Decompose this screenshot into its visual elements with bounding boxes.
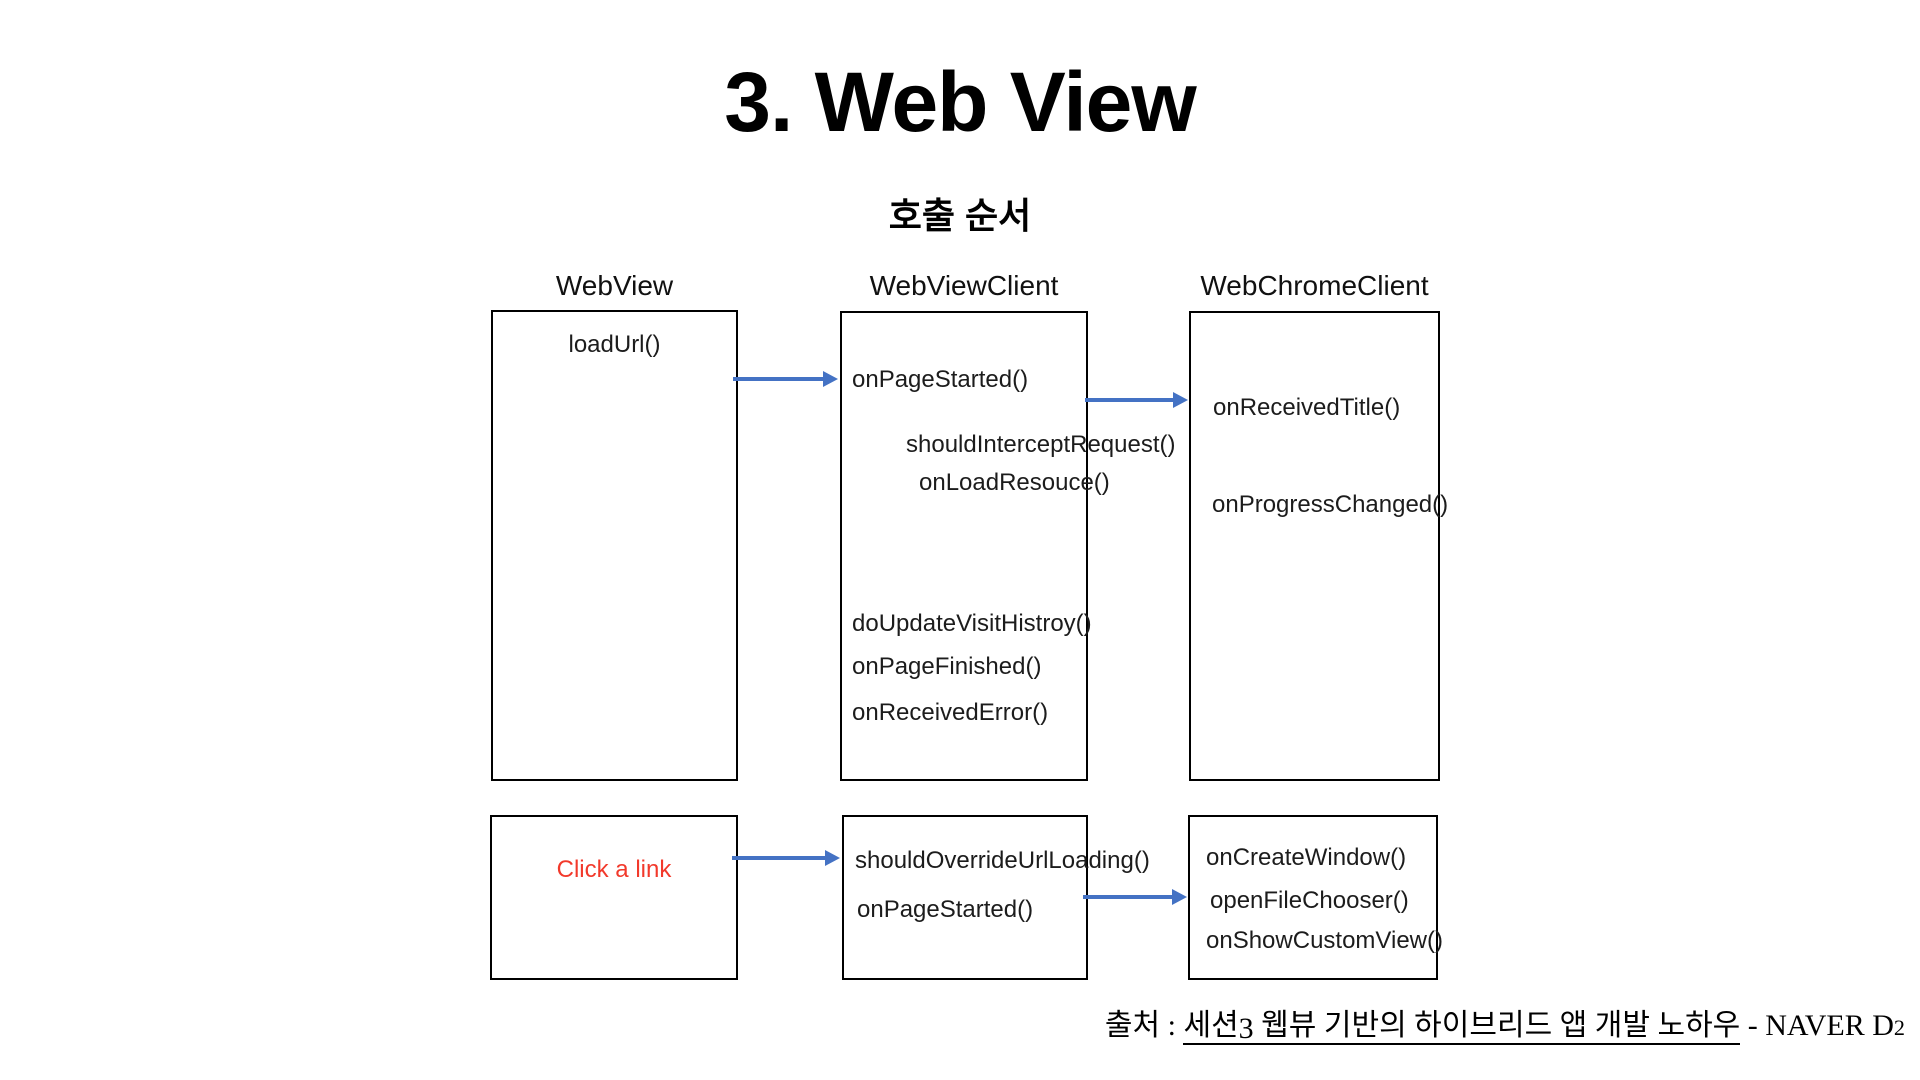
attribution-source-link[interactable]: 세션3 웹뷰 기반의 하이브리드 앱 개발 노하우 <box>1183 1009 1741 1045</box>
attribution-source-text2: 웹뷰 기반의 하이브리드 앱 개발 노하우 <box>1253 1009 1741 1042</box>
method-onPageStarted-bottom: onPageStarted() <box>857 896 1034 923</box>
column-header-webchromeclient: WebChromeClient <box>1200 270 1429 301</box>
slide-subtitle: 호출 순서 <box>888 195 1032 236</box>
method-shouldInterceptRequest: shouldInterceptRequest() <box>906 431 1176 458</box>
attribution-prefix: 출처 : <box>1104 1009 1184 1042</box>
webchromeclient-lifecycle-box <box>1189 311 1440 781</box>
arrow-head-icon <box>823 371 838 387</box>
attribution-suffix: - NAVER D <box>1740 1009 1894 1042</box>
column-header-webviewclient: WebViewClient <box>869 270 1059 301</box>
arrow-head-icon <box>1172 889 1187 905</box>
arrow-shaft <box>1083 895 1174 899</box>
page-title: 3. Web View <box>724 55 1196 149</box>
method-shouldOverrideUrlLoading: shouldOverrideUrlLoading() <box>855 847 1150 874</box>
column-header-webview: WebView <box>555 270 674 301</box>
arrow-shaft <box>732 856 827 860</box>
attribution-source-num: 3 <box>1238 1012 1254 1045</box>
method-onReceivedTitle: onReceivedTitle() <box>1213 394 1401 421</box>
method-onProgressChanged: onProgressChanged() <box>1212 491 1449 518</box>
webviewclient-click-box <box>842 815 1088 980</box>
method-onCreateWindow: onCreateWindow() <box>1206 844 1407 871</box>
method-openFileChooser: openFileChooser() <box>1210 887 1409 914</box>
method-onLoadResouce: onLoadResouce() <box>919 469 1110 496</box>
method-onShowCustomView: onShowCustomView() <box>1206 927 1443 954</box>
webviewclient-lifecycle-box <box>840 311 1088 781</box>
method-onPageStarted: onPageStarted() <box>852 366 1029 393</box>
arrow-shaft <box>1085 398 1175 402</box>
attribution-source-text: 세션 <box>1183 1009 1239 1042</box>
method-loadUrl: loadUrl() <box>568 331 661 358</box>
arrow-head-icon <box>1173 392 1188 408</box>
webview-lifecycle-box <box>491 310 738 781</box>
webview-click-box <box>490 815 738 980</box>
attribution: 출처 : 세션3 웹뷰 기반의 하이브리드 앱 개발 노하우 - NAVER D… <box>1105 1006 1905 1045</box>
click-a-link-label: Click a link <box>556 856 672 883</box>
method-onPageFinished: onPageFinished() <box>852 653 1042 680</box>
webchromeclient-click-box <box>1188 815 1438 980</box>
arrow-shaft <box>733 377 825 381</box>
attribution-suffix-num: 2 <box>1893 1015 1905 1040</box>
arrow-head-icon <box>825 850 840 866</box>
method-doUpdateVisitHistroy: doUpdateVisitHistroy() <box>852 610 1092 637</box>
method-onReceivedError: onReceivedError() <box>852 699 1049 726</box>
